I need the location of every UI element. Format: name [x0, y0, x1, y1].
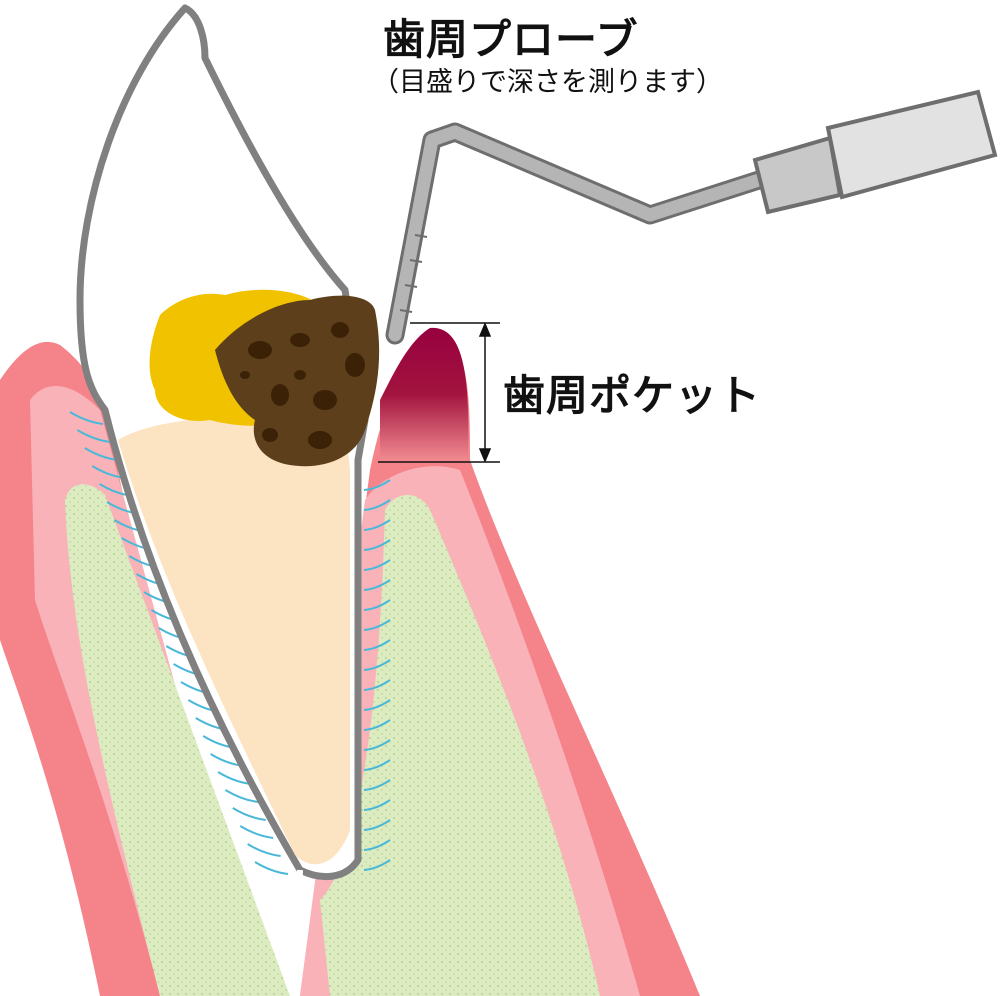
ligament-fiber	[363, 839, 391, 851]
ligament-fiber	[363, 619, 391, 631]
ligament-fiber	[363, 799, 391, 811]
ligament-fiber	[363, 539, 391, 551]
ligament-fiber	[363, 579, 391, 591]
ligament-fiber	[224, 789, 259, 803]
probe-title: 歯周プローブ	[383, 15, 639, 64]
caries-holes	[240, 322, 365, 449]
ligament-fiber	[363, 819, 391, 831]
probe-subtitle: （目盛りで深さを測ります）	[372, 67, 723, 98]
caries	[215, 295, 380, 467]
pocket-label: 歯周ポケット	[503, 371, 762, 420]
root-canal-line	[292, 869, 303, 996]
pocket-depth-indicator	[378, 322, 500, 463]
ligament-fiber	[363, 659, 391, 671]
ligament-fiber	[247, 843, 281, 857]
ligament-fiber	[363, 639, 391, 651]
ligament-fiber	[363, 699, 391, 711]
ligament-fiber	[363, 779, 391, 791]
ligament-fiber	[363, 559, 391, 571]
bone-left	[65, 484, 290, 996]
ligament-fiber	[363, 859, 391, 871]
tooth-root	[118, 416, 350, 865]
ligament-fiber	[69, 411, 104, 425]
periodontal-pocket	[380, 327, 469, 460]
ligament-fiber	[363, 759, 391, 771]
ligament-fiber	[232, 807, 266, 821]
ligament-fiber	[363, 719, 391, 731]
ligament-fiber	[363, 499, 391, 511]
ligament-fiber	[363, 479, 391, 491]
ligament-fiber	[239, 825, 274, 839]
ligament-fiber	[76, 429, 111, 443]
periodontal-probe	[385, 89, 998, 345]
ligament-fiber	[363, 739, 391, 751]
ligament-fiber	[363, 599, 391, 611]
ligament-fiber	[363, 519, 391, 531]
ligament-fiber	[254, 861, 289, 875]
ligament-fiber	[363, 679, 391, 691]
